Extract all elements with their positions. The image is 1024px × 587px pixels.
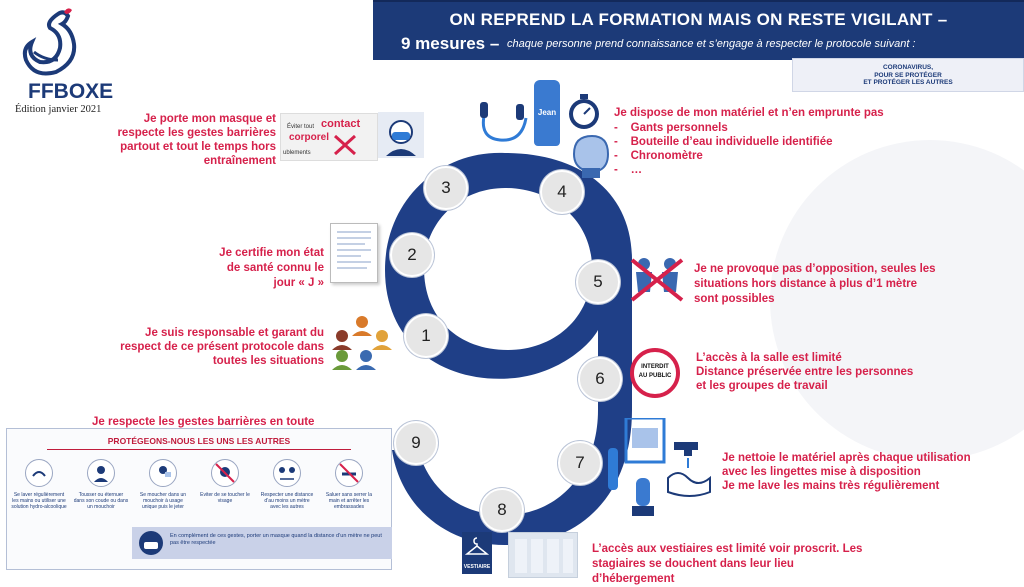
measure-6-line2: Distance préservée entre les personnes e… [696,366,914,392]
header-subtitle-italic: chaque personne prend connaissance et s’… [507,38,916,50]
poster-footer: En complément de ces gestes, porter un m… [132,527,392,559]
barrier-gestures-poster: PROTÉGEONS-NOUS LES UNS LES AUTRES Se la… [6,428,392,570]
contact-sign-l3: corporel [289,132,330,143]
gym-equipment-icon [608,418,666,516]
water-bottle-icon: Jean [534,80,560,146]
poster-item-6-caption: Saluer sans serrer la main et arrêter le… [325,492,373,510]
no-entry-sign-icon: INTERDIT AU PUBLIC [630,348,680,398]
boxing-glove-icon [572,134,610,178]
measure-text-1: Je suis responsable et garant du respect… [120,327,324,367]
measure-4-list-2: - Bouteille d’eau individuelle identifié… [614,136,833,148]
contact-sign-l2: contact [321,118,361,130]
measure-4-item-gloves: Gants personnels [630,122,728,134]
measure-text-2: Je certifie mon état de santé connu le j… [219,247,324,289]
poster-item-5-caption: Respecter une distance d’au moins un mèt… [260,492,314,510]
measure-4-item-chrono: Chronomètre [630,150,703,162]
poster-item-4-caption: Eviter de se toucher le visage [200,492,250,504]
poster-item-4: Eviter de se toucher le visage [197,459,253,504]
watermark-circle [770,140,1024,460]
poster-item-3-caption: Se moucher dans un mouchoir à usage uniq… [139,492,187,510]
poster-heading: PROTÉGEONS-NOUS LES UNS LES AUTRES [107,436,291,446]
measure-4-item-etc: … [630,164,643,176]
measure-4-list-3: - Chronomètre [614,150,703,162]
corona-line1: CORONAVIRUS, [882,64,934,71]
poster-item-2-caption: Tousser ou éternuer dans son coude ou da… [73,492,129,510]
no-handshake-icon [335,459,363,487]
poster-item-3: Se moucher dans un mouchoir à usage uniq… [135,459,191,510]
contact-sign-l4: ublements [283,150,311,156]
contact-sign-l1: Éviter tout [287,124,315,130]
corona-badge: CORONAVIRUS, POUR SE PROTÉGER ET PROTÉGE… [792,58,1024,92]
no-entry-sign-l2: AU PUBLIC [638,373,672,379]
header-title: ON REPREND LA FORMATION MAIS ON RESTE VI… [449,10,948,29]
header-banner: ON REPREND LA FORMATION MAIS ON RESTE VI… [373,0,1024,60]
brand-name: FFBOXE [28,80,114,103]
cross-icon [333,134,357,156]
edition-label: Édition janvier 2021 [15,104,102,115]
cough-elbow-icon [87,459,115,487]
measure-7-line1: Je nettoie le matériel après chaque util… [722,452,971,478]
measure-number-4: 4 [540,170,584,214]
measure-4-list-1: - Gants personnels [614,122,728,134]
health-certificate-icon [330,223,378,283]
measure-number-6: 6 [578,357,622,401]
measure-number-3: 3 [424,166,468,210]
locker-room-photo [508,532,578,578]
measure-text-5: Je ne provoque pas d’opposition, seules … [694,263,936,305]
header-subtitle-strong: 9 mesures – [401,34,500,53]
measure-text-4: Je dispose de mon matériel et n’en empru… [614,107,884,119]
measure-number-9: 9 [394,421,438,465]
measure-text-3: Je porte mon masque et respecte les gest… [117,113,276,167]
no-face-touch-icon [211,459,239,487]
contact-sign: Éviter tout contact corporel ublements [280,113,378,161]
measure-4-item-bottle: Bouteille d’eau individuelle identifiée [630,136,833,148]
poster-item-5: Respecter une distance d’au moins un mèt… [259,459,315,510]
no-sparring-icon [630,258,684,302]
measure-number-7: 7 [558,441,602,485]
measure-4-list-4: - … [614,164,643,176]
measure-number-8: 8 [480,488,524,532]
poster-divider [47,449,351,450]
poster-item-6: Saluer sans serrer la main et arrêter le… [321,459,377,510]
measure-6-line1: L’accès à la salle est limité [696,352,842,364]
no-entry-sign-l1: INTERDIT [641,364,669,370]
stopwatch-icon [569,94,599,129]
poster-item-2: Tousser ou éternuer dans son coude ou da… [73,459,129,510]
group-people-icon [332,316,392,370]
tissue-icon [149,459,177,487]
locker-room-label: VESTIAIRE [463,564,491,570]
poster-item-1: Se laver régulièrement les mains ou util… [11,459,67,510]
distance-icon [273,459,301,487]
corona-line3: ET PROTÉGER LES AUTRES [863,79,953,86]
hanger-icon [464,537,490,555]
locker-room-sign: VESTIAIRE [462,532,492,574]
measure-number-5: 5 [576,260,620,304]
measure-number-2: 2 [390,233,434,277]
jump-rope-icon [480,102,528,142]
poster-footer-text: En complément de ces gestes, porter un m… [170,533,382,546]
measure-7-line2: Je me lave les mains très régulièrement [722,480,940,492]
measure-text-8: L’accès aux vestiaires est limité voir p… [592,543,863,585]
corona-line2: POUR SE PROTÉGER [874,72,942,79]
poster-item-1-caption: Se laver régulièrement les mains ou util… [11,492,67,510]
mask-face-icon [378,112,424,158]
rooster-logo-icon [22,8,77,76]
hand-wash-icon [25,459,53,487]
hand-washing-icon [667,442,711,497]
measure-number-1: 1 [404,314,448,358]
mask-icon [139,531,163,555]
bottle-label: Jean [537,108,557,117]
